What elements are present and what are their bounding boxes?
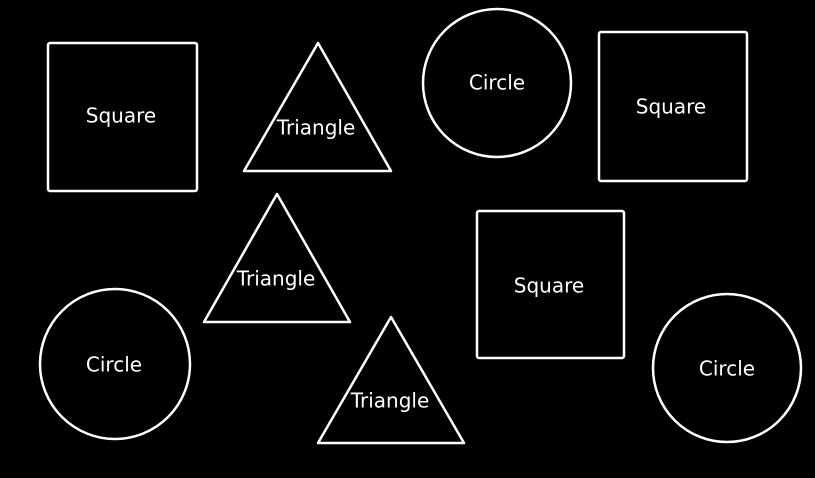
shape-label: Triangle (236, 267, 316, 291)
triangle-shape: Triangle (242, 41, 393, 173)
shape-label: Triangle (276, 116, 356, 140)
shape-label: Square (636, 95, 706, 119)
shape-label: Triangle (350, 389, 430, 413)
shape-label: Circle (86, 353, 142, 377)
shape-label: Circle (699, 357, 755, 381)
circle-shape: Circle (651, 292, 803, 444)
triangle-shape: Triangle (316, 315, 466, 445)
square-shape: Square (597, 30, 749, 183)
square-shape: Square (46, 41, 199, 193)
circle-shape: Circle (421, 7, 573, 159)
square-shape: Square (475, 209, 626, 360)
shape-label: Square (514, 274, 584, 298)
shape-label: Circle (469, 71, 525, 95)
shape-label: Square (86, 104, 156, 128)
circle-shape: Circle (38, 287, 192, 441)
triangle-shape: Triangle (202, 192, 352, 324)
